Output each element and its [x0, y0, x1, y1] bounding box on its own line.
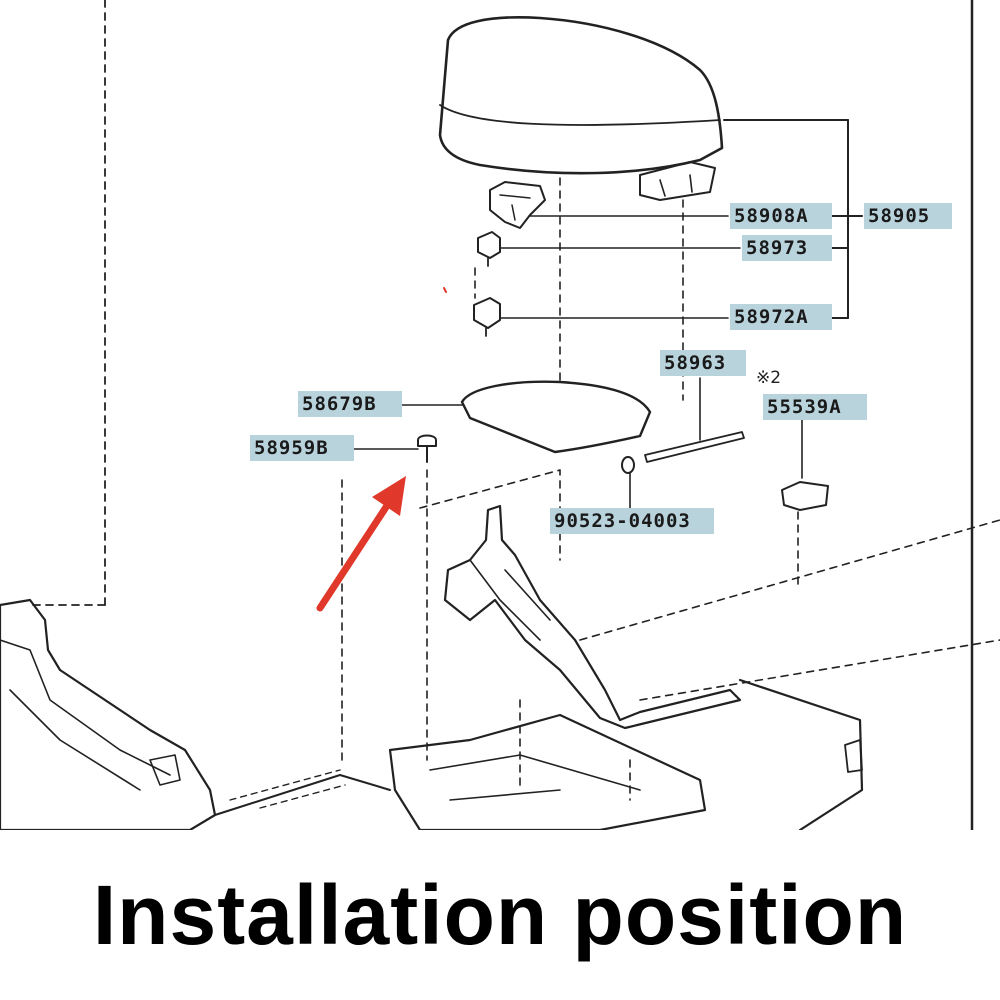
- nut: [621, 456, 635, 474]
- clip-upper: [477, 231, 501, 259]
- armrest-hinge-block: [639, 161, 716, 201]
- armrest-lid-edge: [439, 104, 721, 126]
- armrest-lid: [438, 16, 724, 175]
- label-nut: 90523-04003: [550, 508, 714, 534]
- ref-mark: ※2: [756, 368, 782, 388]
- parts-diagram: [0, 0, 1000, 830]
- installation-arrow: [316, 476, 406, 612]
- label-clip-upper: 58973: [742, 235, 832, 261]
- label-group-ref: 58905: [864, 203, 952, 229]
- side-part: [781, 481, 829, 511]
- hinge-bracket-detail: [499, 194, 531, 221]
- label-side-strip: 58963: [660, 350, 746, 376]
- label-clip-lower: 58972A: [730, 304, 832, 330]
- label-clip-pin: 58959B: [250, 435, 354, 461]
- label-side-part: 55539A: [763, 394, 867, 420]
- caption: Installation position: [92, 867, 908, 962]
- armrest-hinge-inner: [659, 174, 693, 197]
- console-bracket: [443, 504, 742, 730]
- side-strip: [644, 431, 745, 463]
- label-armrest-hinge: 58908A: [730, 203, 832, 229]
- label-pad: 58679B: [298, 391, 402, 417]
- hinge-bracket: [489, 181, 546, 229]
- console-left: [0, 598, 217, 830]
- pad: [460, 380, 652, 454]
- clip-pin: [417, 434, 437, 447]
- clip-lower: [473, 297, 501, 329]
- console-box: [388, 713, 707, 830]
